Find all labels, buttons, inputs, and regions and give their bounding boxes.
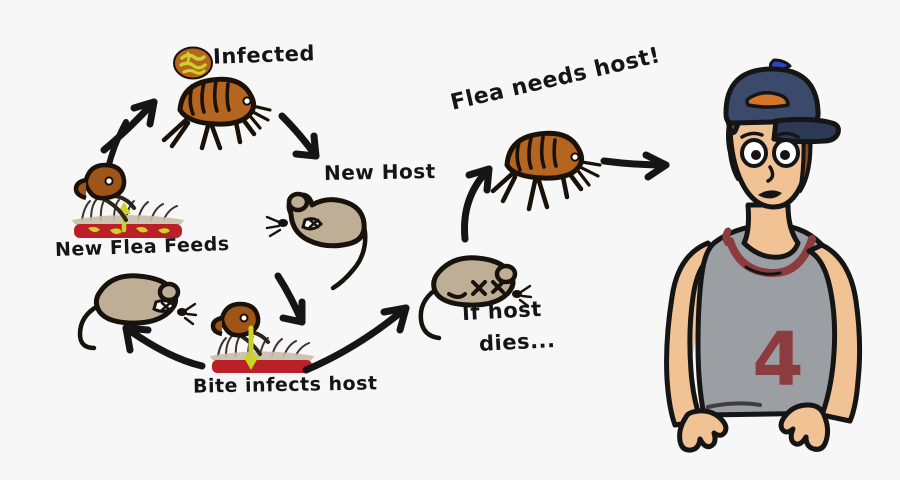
- jumping-flea-figure: [483, 125, 608, 215]
- arrow-right-to-boy: [600, 145, 675, 191]
- new-host-rat-figure: [265, 186, 385, 291]
- infected-flea-figure: [150, 68, 275, 153]
- arrow-up-left-to-feeding-rat: [112, 318, 208, 374]
- flea-biting-skin-figure: [196, 298, 326, 378]
- label-new-host: New Host: [323, 159, 436, 185]
- worried-boy-figure: 4: [630, 55, 900, 480]
- flea-feeding-on-skin-figure: [58, 160, 193, 245]
- label-infected: Infected: [212, 41, 316, 69]
- arrow-up-right-to-dead-rat: [300, 300, 420, 378]
- germ-blob-icon: [172, 44, 214, 82]
- arrow-down-right-to-new-host: [278, 110, 338, 170]
- arrow-down-to-bite: [270, 272, 326, 334]
- dead-rat-figure: [405, 238, 533, 343]
- arrow-curve-to-jumping-flea: [455, 155, 515, 245]
- jersey-number: 4: [752, 317, 804, 403]
- feeding-rat-figure: [70, 258, 198, 351]
- arrow-up-right-to-infected-flea: [98, 92, 170, 156]
